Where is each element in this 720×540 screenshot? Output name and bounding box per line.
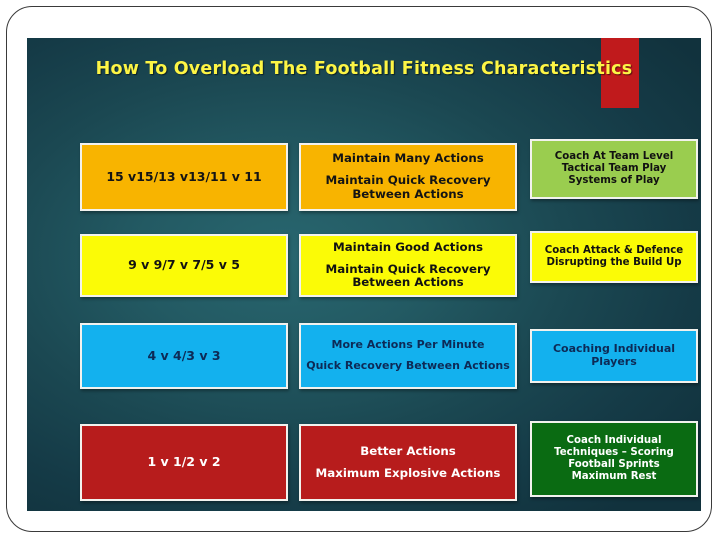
coaching-line: Systems of Play: [568, 175, 660, 187]
fitness-line: More Actions Per Minute: [331, 338, 485, 352]
format-box-row-2[interactable]: 9 v 9/7 v 7/5 v 5: [80, 234, 288, 297]
coaching-line: Tactical Team Play: [561, 162, 667, 174]
format-box-row-1[interactable]: 15 v15/13 v13/11 v 11: [80, 143, 288, 211]
fitness-line: Better Actions: [360, 443, 456, 458]
fitness-box-row-3[interactable]: More Actions Per Minute Quick Recovery B…: [299, 323, 517, 389]
fitness-line: Quick Recovery Between Actions: [306, 359, 510, 372]
coaching-line: Coaching Individual: [552, 342, 676, 356]
fitness-box-row-1[interactable]: Maintain Many Actions Maintain Quick Rec…: [299, 143, 517, 211]
coaching-box-row-2[interactable]: Coach Attack & Defence Disrupting the Bu…: [530, 231, 698, 283]
accent-bar: [601, 38, 639, 108]
coaching-box-row-4[interactable]: Coach Individual Techniques – Scoring Fo…: [530, 421, 698, 497]
coaching-line: Coach At Team Level: [554, 150, 674, 162]
fitness-box-row-2[interactable]: Maintain Good Actions Maintain Quick Rec…: [299, 234, 517, 297]
format-label: 1 v 1/2 v 2: [147, 454, 221, 470]
coaching-line: Coach Attack & Defence: [544, 244, 684, 256]
page-title: How To Overload The Football Fitness Cha…: [95, 59, 633, 79]
coaching-line: Players: [591, 355, 637, 368]
fitness-line: Maintain Good Actions: [332, 239, 484, 254]
coaching-line: Disrupting the Build Up: [546, 257, 682, 268]
format-box-row-3[interactable]: 4 v 4/3 v 3: [80, 323, 288, 389]
fitness-line: Maintain Quick Recovery: [325, 173, 491, 188]
format-label: 15 v15/13 v13/11 v 11: [106, 168, 262, 184]
format-label: 4 v 4/3 v 3: [147, 347, 221, 363]
coaching-box-row-1[interactable]: Coach At Team Level Tactical Team Play S…: [530, 139, 698, 199]
fitness-line: Maximum Explosive Actions: [315, 465, 501, 480]
coaching-line: Techniques – Scoring: [554, 446, 674, 458]
format-box-row-4[interactable]: 1 v 1/2 v 2: [80, 424, 288, 501]
content-panel: How To Overload The Football Fitness Cha…: [27, 38, 701, 511]
coaching-line: Football Sprints: [568, 459, 660, 470]
fitness-line: Between Actions: [352, 186, 464, 201]
fitness-line: Maintain Quick Recovery: [325, 261, 491, 276]
fitness-line: Maintain Many Actions: [332, 151, 484, 166]
fitness-box-row-4[interactable]: Better Actions Maximum Explosive Actions: [299, 424, 517, 501]
fitness-line: Between Actions: [352, 275, 464, 290]
coaching-line: Coach Individual: [566, 434, 662, 446]
coaching-line: Maximum Rest: [571, 471, 657, 483]
format-label: 9 v 9/7 v 7/5 v 5: [128, 257, 240, 273]
coaching-box-row-3[interactable]: Coaching Individual Players: [530, 329, 698, 383]
